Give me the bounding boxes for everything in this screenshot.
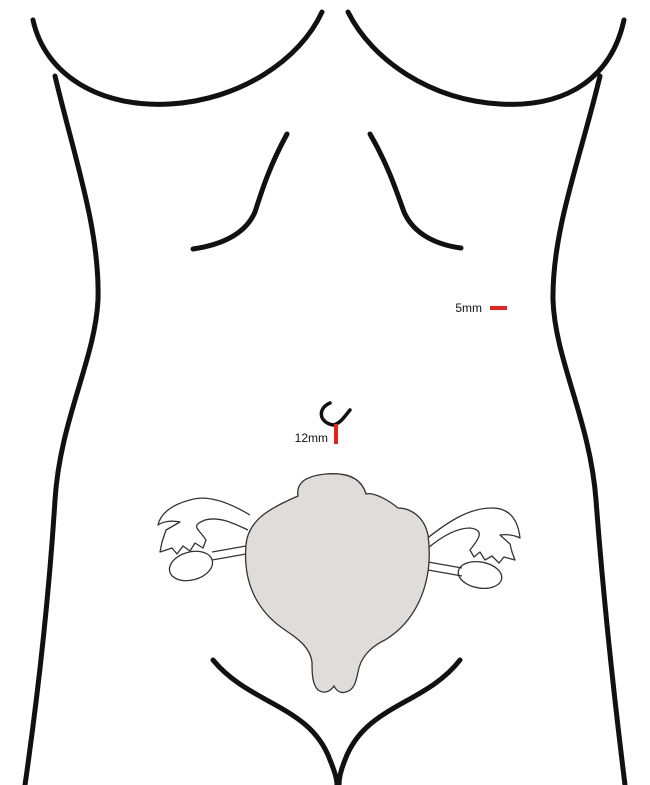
right-ovary <box>456 558 504 591</box>
port-12mm: 12mm <box>295 403 350 445</box>
left-rib-margin <box>193 134 287 249</box>
right-ovarian-ligament <box>428 562 462 576</box>
right-fallopian-tube <box>425 508 520 563</box>
right-flank <box>553 76 625 785</box>
label-5mm: 5mm <box>455 301 482 315</box>
uterus <box>246 474 430 693</box>
left-flank <box>25 76 98 785</box>
right-breast-contour <box>348 12 624 104</box>
umbilicus-mark <box>321 403 350 425</box>
left-breast-contour <box>33 12 322 104</box>
right-rib-margin <box>370 134 461 248</box>
left-ovary <box>166 547 216 585</box>
port-5mm: 5mm <box>455 301 507 315</box>
left-ovarian-ligament <box>212 546 246 560</box>
left-fallopian-tube <box>158 498 250 554</box>
label-12mm: 12mm <box>295 431 328 445</box>
